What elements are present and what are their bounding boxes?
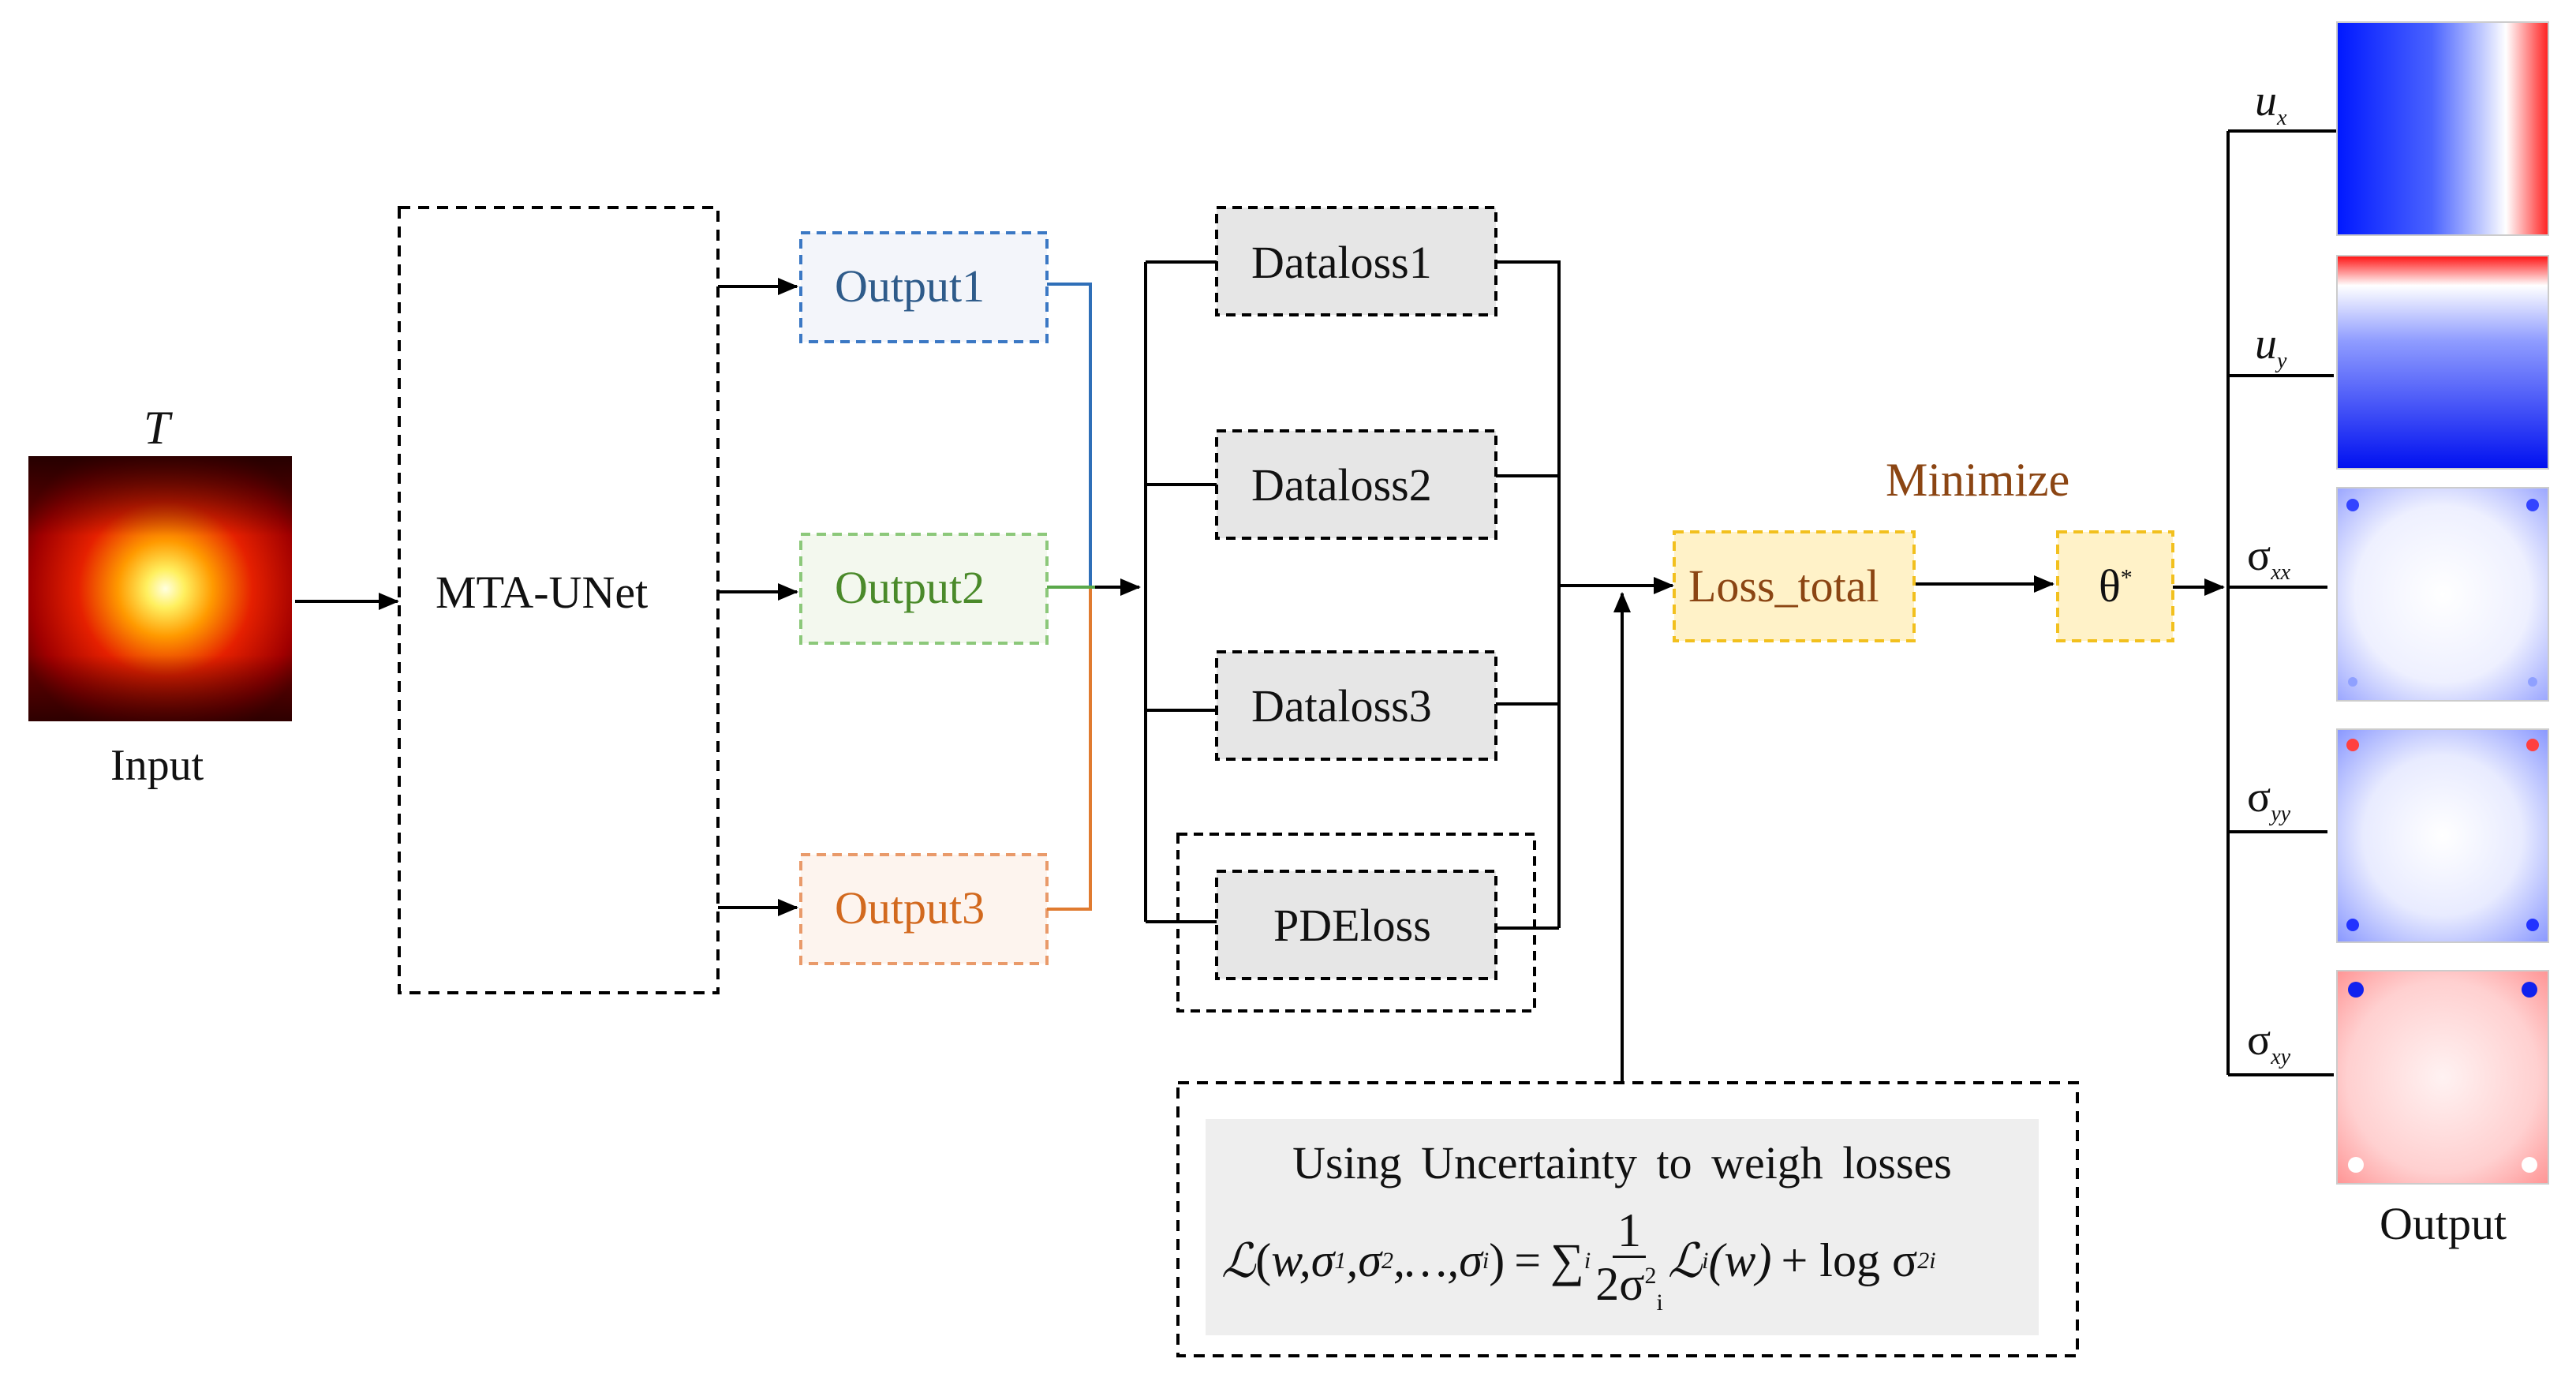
output1-label: Output1 bbox=[835, 260, 985, 312]
field-label-sxy: σxy bbox=[2247, 1016, 2291, 1070]
input-heatmap bbox=[28, 456, 292, 721]
field-map-sxy bbox=[2336, 970, 2549, 1185]
minimize-label: Minimize bbox=[1886, 454, 2070, 506]
theta-label: θ* bbox=[2099, 560, 2133, 612]
field-label-ux: ux bbox=[2255, 77, 2287, 131]
field-map-sxx bbox=[2336, 487, 2549, 702]
field-map-syy bbox=[2336, 728, 2549, 943]
field-map-ux bbox=[2336, 21, 2549, 236]
output3-label: Output3 bbox=[835, 882, 985, 934]
uncertainty-panel: Using Uncertainty to weigh losses ℒ (w,σ… bbox=[1206, 1119, 2039, 1335]
input-symbol: T bbox=[144, 402, 170, 454]
field-label-syy: σyy bbox=[2247, 773, 2291, 827]
dataloss1-label: Dataloss1 bbox=[1251, 237, 1432, 288]
input-caption: Input bbox=[110, 741, 204, 790]
output1-box bbox=[799, 231, 1049, 343]
dataloss1-box bbox=[1215, 206, 1497, 316]
output2-label: Output2 bbox=[835, 562, 985, 613]
uncertainty-title: Using Uncertainty to weigh losses bbox=[1292, 1137, 1952, 1188]
dataloss3-box bbox=[1215, 650, 1497, 761]
output-caption: Output bbox=[2380, 1198, 2507, 1249]
field-label-sxx: σxx bbox=[2247, 531, 2291, 586]
loss-total-box bbox=[1673, 530, 1916, 642]
field-map-uy bbox=[2336, 255, 2549, 470]
pdeloss-label: PDEloss bbox=[1273, 900, 1431, 951]
dataloss2-box bbox=[1215, 429, 1497, 540]
field-label-uy: uy bbox=[2255, 320, 2287, 374]
pdeloss-outer-box bbox=[1176, 833, 1536, 1013]
loss-right-bus bbox=[1496, 260, 1561, 928]
output1-connector bbox=[1047, 283, 1092, 587]
dataloss2-label: Dataloss2 bbox=[1251, 459, 1432, 511]
theta-box bbox=[2056, 530, 2174, 642]
dataloss3-label: Dataloss3 bbox=[1251, 680, 1432, 732]
output3-connector bbox=[1047, 587, 1092, 911]
output3-box bbox=[799, 853, 1049, 965]
pdeloss-box bbox=[1215, 870, 1497, 980]
network-box bbox=[398, 206, 720, 994]
loss-total-label: Loss_total bbox=[1688, 560, 1879, 612]
network-label: MTA-UNet bbox=[436, 567, 649, 618]
